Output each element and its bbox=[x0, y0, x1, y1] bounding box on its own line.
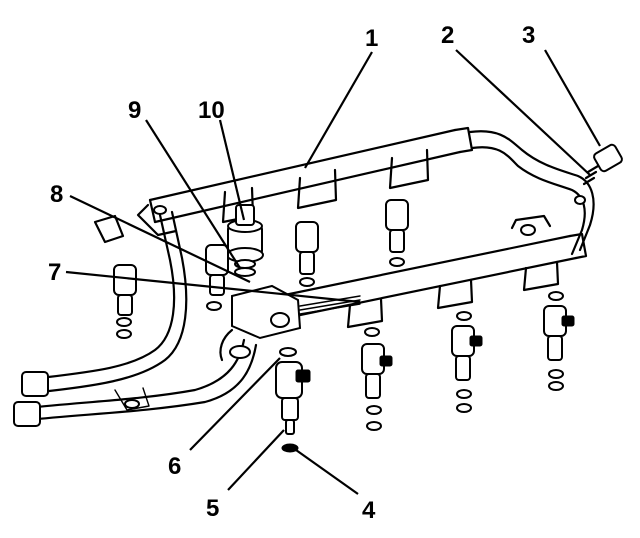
leader-2 bbox=[455, 49, 591, 176]
leader-4 bbox=[295, 449, 359, 495]
fuel-pressure-regulator bbox=[226, 204, 264, 277]
leader-1 bbox=[304, 51, 373, 169]
fuel-injector-front-1 bbox=[361, 327, 393, 431]
fuel-injector-rear-1 bbox=[295, 221, 319, 287]
leader-5 bbox=[227, 429, 285, 491]
leader-10 bbox=[218, 119, 246, 221]
fuel-injectors bbox=[113, 199, 575, 453]
fuel-return-line bbox=[468, 130, 595, 256]
leader-lines bbox=[65, 49, 601, 495]
fuel-injector-front-2 bbox=[451, 311, 483, 413]
callout-5: 5 bbox=[206, 495, 219, 522]
leader-3 bbox=[544, 49, 601, 147]
leader-8 bbox=[69, 195, 251, 283]
front-fuel-rail bbox=[268, 214, 588, 329]
callout-7: 7 bbox=[48, 259, 61, 286]
fuel-injector-rear-3 bbox=[205, 244, 229, 311]
leader-9 bbox=[145, 119, 241, 269]
callout-9: 9 bbox=[128, 97, 141, 124]
fuel-injector-rear-2 bbox=[385, 199, 409, 267]
leader-7 bbox=[65, 270, 361, 304]
callout-10: 10 bbox=[198, 97, 225, 124]
callout-3: 3 bbox=[522, 22, 535, 49]
callout-labels: 1 2 3 4 5 6 7 8 9 10 bbox=[48, 22, 535, 524]
leader-6 bbox=[189, 357, 281, 451]
callout-2: 2 bbox=[441, 22, 454, 49]
fuel-injector-front-3 bbox=[543, 291, 575, 391]
fuel-injector-rear-4 bbox=[113, 264, 137, 339]
callout-6: 6 bbox=[168, 453, 181, 480]
fuel-injector-detached bbox=[275, 347, 311, 453]
callout-1: 1 bbox=[365, 25, 378, 52]
rear-fuel-rail bbox=[93, 126, 474, 244]
callout-4: 4 bbox=[362, 497, 376, 524]
fuel-feed-pipes bbox=[13, 210, 258, 427]
schrader-valve-cap bbox=[582, 143, 623, 186]
callout-8: 8 bbox=[50, 181, 63, 208]
rail-inlet-block bbox=[219, 284, 302, 362]
